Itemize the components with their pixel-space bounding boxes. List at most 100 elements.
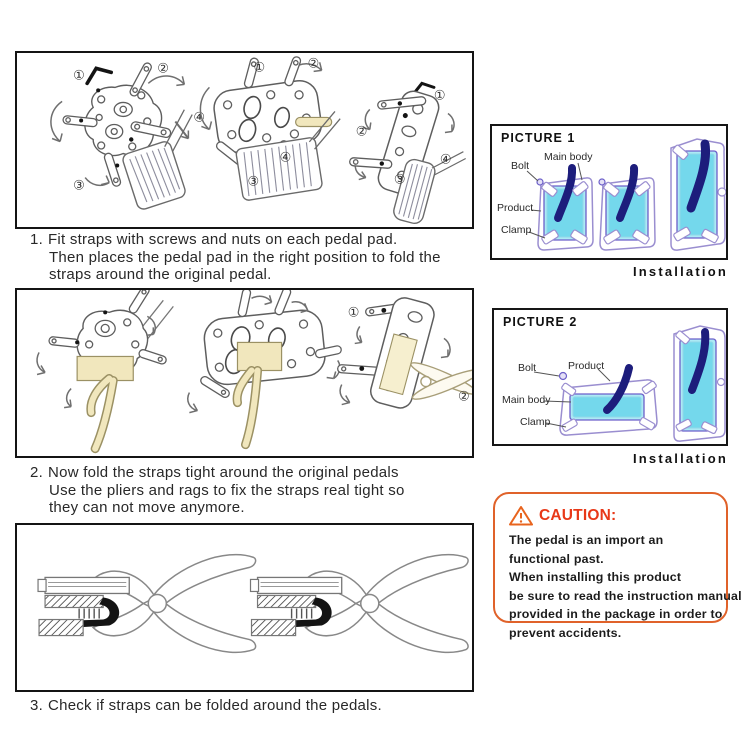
caution-line: When installing this product xyxy=(509,570,682,585)
fold-straps-clutch-diagram xyxy=(187,290,342,450)
ribbed-pedal xyxy=(393,151,466,225)
step2-text: 2.Now fold the straps tight around the o… xyxy=(30,464,470,517)
tall-pedal-with-cover xyxy=(670,138,726,251)
pliers-lower-handle xyxy=(152,600,257,654)
marker-1: ① xyxy=(348,304,360,319)
marker-1: ① xyxy=(254,59,266,74)
marker-2: ② xyxy=(308,55,320,70)
step3-illustration-box xyxy=(15,523,474,692)
marker-3: ③ xyxy=(394,172,406,187)
step-line: Use the pliers and rags to fix the strap… xyxy=(49,481,405,499)
ribbed-pedal xyxy=(122,109,193,210)
arrow-icons xyxy=(50,75,190,187)
strap-band xyxy=(236,341,283,372)
picture2-caption: Installation xyxy=(632,451,728,466)
picture1-box: PICTURE 1 Main body Bolt Product Clamp xyxy=(490,124,728,260)
pliers-pivot xyxy=(147,593,168,614)
clutch-pad-exploded-diagram: ① ② ③ ④ xyxy=(199,55,341,201)
label-product: Product xyxy=(568,360,605,372)
warning-icon xyxy=(509,506,533,526)
step-line: Check if straps can be folded around the… xyxy=(48,697,382,714)
marker-2: ② xyxy=(458,389,470,404)
step-line: Fit straps with screws and nuts on each … xyxy=(48,231,398,248)
pliers-icon xyxy=(410,362,472,400)
label-clamp: Clamp xyxy=(501,224,532,236)
fold-straps-brake-diagram xyxy=(36,290,174,454)
horizontal-pedal-with-cover xyxy=(558,364,658,436)
pedal-with-cover xyxy=(536,164,594,251)
caution-line: functional past. xyxy=(509,551,604,566)
accelerator-plate xyxy=(377,90,440,195)
arrow-icons xyxy=(36,315,157,409)
label-main-body: Main body xyxy=(502,394,551,406)
marker-1: ① xyxy=(434,87,446,102)
arrow-icons xyxy=(339,325,451,406)
caution-line: be sure to read the instruction manual xyxy=(509,588,742,603)
strap-fork xyxy=(86,374,118,454)
caution-line: The pedal is an import an xyxy=(509,533,664,547)
label-bolt: Bolt xyxy=(518,362,537,374)
pad-holes xyxy=(84,318,140,349)
pedal-with-cover xyxy=(599,168,655,250)
yellow-strap xyxy=(295,116,333,128)
picture2-diagram xyxy=(533,325,726,442)
caution-title: CAUTION: xyxy=(539,506,617,524)
marker-2: ② xyxy=(157,60,169,75)
straps xyxy=(200,290,342,399)
pliers-upper-handle xyxy=(152,553,257,607)
marker-1: ① xyxy=(73,67,85,82)
label-clamp: Clamp xyxy=(520,416,551,428)
black-strap xyxy=(75,597,120,628)
picture2-box: PICTURE 2 Bolt Product Main body Clamp xyxy=(492,308,728,446)
straps xyxy=(48,290,167,365)
step2-diagram: ① ② xyxy=(36,290,472,454)
step-line: Then places the pedal pad in the right p… xyxy=(49,248,441,266)
step-number: 2. xyxy=(30,464,44,481)
pad-holes xyxy=(95,91,152,151)
picture1-title: PICTURE 1 xyxy=(501,131,576,145)
tall-pedal-with-cover xyxy=(673,325,726,442)
pliers-check-diagram xyxy=(249,553,469,654)
picture2-title: PICTURE 2 xyxy=(503,315,578,329)
fold-straps-accelerator-diagram: ① ② xyxy=(337,297,472,409)
step1-diagram: ① ② ③ ④ xyxy=(50,55,466,225)
step1-illustration-box: ① ② ③ ④ xyxy=(15,51,474,229)
step-line: straps around the original pedal. xyxy=(49,266,272,284)
caution-line: provided in the package in order to xyxy=(509,607,723,622)
accelerator-plate xyxy=(369,297,435,409)
label-main-body: Main body xyxy=(544,151,593,163)
marker-4: ④ xyxy=(440,152,452,167)
step3-text: 3.Check if straps can be folded around t… xyxy=(30,697,470,715)
marker-4: ④ xyxy=(193,109,205,124)
straps xyxy=(62,62,172,187)
allen-key-icon xyxy=(412,81,436,95)
picture1-caption: Installation xyxy=(632,264,728,279)
step-line: they can not move anymore. xyxy=(49,499,245,517)
brake-pad-plate xyxy=(84,84,163,157)
step-line: Now fold the straps tight around the ori… xyxy=(48,464,399,481)
marker-3: ③ xyxy=(73,178,85,193)
brake-pad-exploded-diagram: ① ② ③ ④ xyxy=(50,60,205,210)
pliers-check-diagram xyxy=(37,553,257,654)
marker-2: ② xyxy=(356,123,368,138)
screw-dots xyxy=(79,88,134,168)
clutch-pad-plate xyxy=(213,80,323,153)
leader-lines xyxy=(526,162,583,239)
caution-line: prevent accidents. xyxy=(509,625,622,640)
accelerator-pad-exploded-diagram: ① ② ③ ④ xyxy=(349,81,466,225)
strap-band xyxy=(378,333,418,396)
teeth xyxy=(78,608,100,619)
caution-header: CAUTION: xyxy=(509,505,716,526)
label-bolt: Bolt xyxy=(511,160,530,172)
pedal-cross-section xyxy=(37,576,130,637)
marker-3: ③ xyxy=(248,174,260,189)
ribbed-pedal xyxy=(235,111,341,201)
picture1-diagram xyxy=(526,138,726,258)
step2-illustration-box: ① ② xyxy=(15,288,474,458)
step1-text: 1.Fit straps with screws and nuts on eac… xyxy=(30,231,470,284)
strap-fork xyxy=(232,365,263,450)
step3-diagram xyxy=(37,553,469,654)
marker-4: ④ xyxy=(280,150,292,165)
label-product: Product xyxy=(497,202,534,214)
